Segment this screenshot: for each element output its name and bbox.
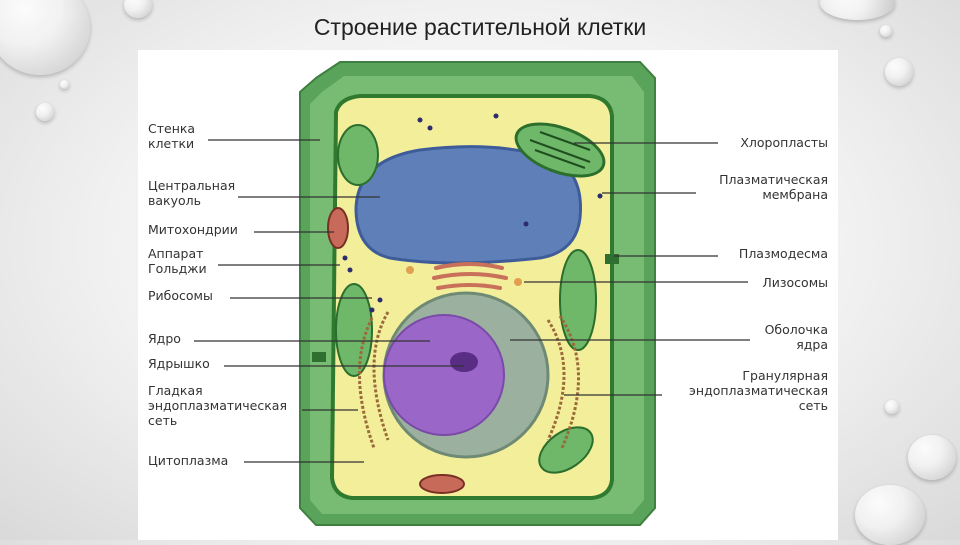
water-drop-decoration — [124, 0, 152, 18]
label-line: Оболочка — [765, 322, 828, 337]
label-line: Плазматическая — [719, 172, 828, 187]
ribosomes — [342, 113, 603, 313]
water-drop-decoration — [885, 58, 913, 86]
mitochondrion — [327, 207, 349, 249]
chloroplast — [514, 122, 606, 178]
water-drop-decoration — [880, 25, 892, 37]
label-line: Гранулярная — [742, 368, 828, 383]
central-vacuole — [354, 145, 582, 265]
label-line: Гольджи — [148, 261, 207, 276]
label-line: Аппарат — [148, 246, 203, 261]
water-drop-decoration — [60, 80, 69, 89]
label-ribosomes: Рибосомы — [148, 288, 213, 303]
golgi-apparatus — [432, 262, 508, 290]
water-drop-decoration — [36, 103, 54, 121]
chloroplast — [335, 283, 373, 377]
label-chloroplasts: Хлоропласты — [740, 135, 828, 150]
nucleolus — [450, 352, 478, 372]
water-drop-decoration — [820, 0, 895, 20]
label-line: клетки — [148, 136, 194, 151]
label-line: Лизосомы — [762, 275, 828, 290]
leader-lines — [194, 139, 750, 463]
label-mitochondria: Митохондрии — [148, 222, 238, 237]
label-plasmodesma: Плазмодесма — [739, 246, 828, 261]
water-drop-decoration — [885, 400, 899, 414]
rough-er — [358, 311, 580, 449]
label-lysosomes: Лизосомы — [762, 275, 828, 290]
label-line: Стенка — [148, 121, 195, 136]
label-line: эндоплазматическая — [148, 398, 287, 413]
chloroplast — [559, 249, 597, 351]
water-drop-decoration — [908, 435, 956, 480]
label-line: вакуоль — [148, 193, 201, 208]
label-cytoplasm: Цитоплазма — [148, 453, 228, 468]
label-line: Ядрышко — [148, 356, 210, 371]
label-line: эндоплазматическая — [689, 383, 828, 398]
label-line: Ядро — [148, 331, 181, 346]
chloroplast — [538, 426, 594, 474]
mitochondrion — [419, 474, 465, 494]
label-line: Митохондрии — [148, 222, 238, 237]
label-line: сеть — [799, 398, 828, 413]
label-line: мембрана — [762, 187, 828, 202]
lysosomes — [406, 266, 522, 286]
nucleus — [383, 314, 505, 436]
plasmodesma — [605, 254, 619, 264]
label-line: Гладкая — [148, 383, 203, 398]
label-line: сеть — [148, 413, 177, 428]
label-line: ядра — [796, 337, 828, 352]
label-nucleus: Ядро — [148, 331, 181, 346]
label-line: Цитоплазма — [148, 453, 228, 468]
label-line: Плазмодесма — [739, 246, 828, 261]
label-nucleolus: Ядрышко — [148, 356, 210, 371]
plasmodesma — [312, 352, 326, 362]
label-line: Хлоропласты — [740, 135, 828, 150]
label-line: Рибосомы — [148, 288, 213, 303]
label-line: Центральная — [148, 178, 235, 193]
chloroplast — [337, 124, 379, 186]
slide-title: Строение растительной клетки — [313, 14, 647, 40]
water-drop-decoration — [855, 485, 925, 545]
